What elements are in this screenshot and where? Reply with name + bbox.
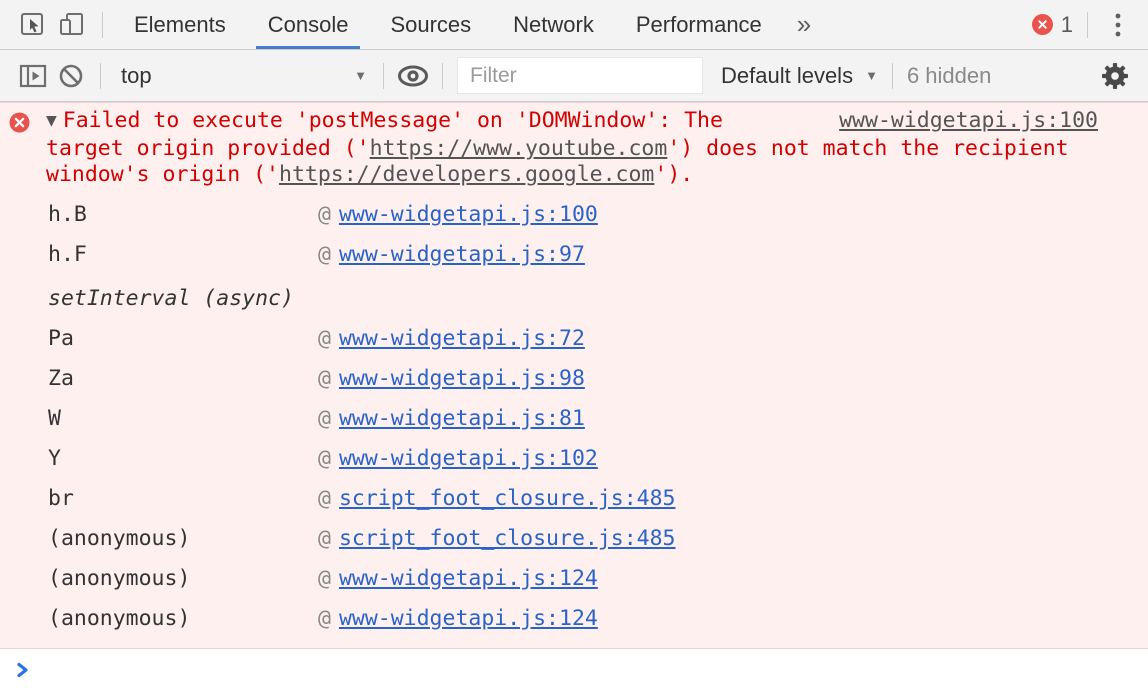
at-symbol: @ xyxy=(318,201,331,227)
show-console-sidebar-button[interactable] xyxy=(14,57,52,95)
error-level-icon xyxy=(9,112,30,138)
javascript-context-select[interactable]: top ▼ xyxy=(111,50,373,101)
kebab-menu-icon xyxy=(1115,13,1121,36)
stack-frame-row: Za @ www-widgetapi.js:98 xyxy=(0,358,1148,398)
tab-console[interactable]: Console xyxy=(252,0,365,49)
stack-frame-row: (anonymous) @ script_foot_closure.js:485 xyxy=(0,518,1148,558)
divider xyxy=(383,62,384,89)
devtools-menu-button[interactable] xyxy=(1098,5,1138,45)
inspect-element-button[interactable] xyxy=(12,5,52,45)
prompt-chevron-icon xyxy=(17,662,28,677)
devtools-tabbar: Elements Console Sources Network Perform… xyxy=(0,0,1148,50)
error-count: 1 xyxy=(1060,11,1073,37)
hidden-messages-count: 6 hidden xyxy=(906,62,992,88)
tab-elements[interactable]: Elements xyxy=(134,11,226,37)
sidebar-panel-icon xyxy=(19,64,47,87)
stack-source-link[interactable]: script_foot_closure.js:485 xyxy=(338,525,676,551)
divider xyxy=(102,11,103,38)
console-toolbar: top ▼ Default levels ▼ 6 hidden xyxy=(0,50,1148,102)
stack-source-link[interactable]: www-widgetapi.js:81 xyxy=(338,405,585,431)
clear-console-button[interactable] xyxy=(52,57,90,95)
at-symbol: @ xyxy=(318,241,331,267)
async-boundary-row: setInterval (async) xyxy=(0,278,1148,318)
stack-frame-row: br @ script_foot_closure.js:485 xyxy=(0,478,1148,518)
at-symbol: @ xyxy=(318,405,331,431)
at-symbol: @ xyxy=(318,525,331,551)
error-text-line2-end: ') does not match the recipient xyxy=(667,136,1069,161)
stack-source-link[interactable]: www-widgetapi.js:102 xyxy=(338,445,598,471)
console-settings-button[interactable] xyxy=(1096,57,1134,95)
stack-function-name: (anonymous) xyxy=(48,525,191,551)
live-expression-button[interactable] xyxy=(394,57,432,95)
toggle-device-toolbar-button[interactable] xyxy=(52,5,92,45)
gear-icon xyxy=(1102,62,1128,89)
context-selected-value: top xyxy=(121,62,152,88)
stack-source-link[interactable]: www-widgetapi.js:72 xyxy=(338,325,585,351)
stack-function-name: Za xyxy=(48,365,74,391)
divider xyxy=(891,62,893,89)
stack-frame-row: W @ www-widgetapi.js:81 xyxy=(0,398,1148,438)
divider xyxy=(442,62,443,89)
error-text-line3: window's origin (' xyxy=(46,162,279,187)
stack-function-name: W xyxy=(48,405,61,431)
stack-function-name: h.F xyxy=(48,241,87,267)
stack-source-link[interactable]: www-widgetapi.js:124 xyxy=(338,605,598,631)
device-toolbar-icon xyxy=(60,13,83,35)
at-symbol: @ xyxy=(318,605,331,631)
google-url-link[interactable]: https://developers.google.com xyxy=(279,162,655,187)
divider xyxy=(1087,11,1088,38)
stack-function-name: (anonymous) xyxy=(48,565,191,591)
eye-icon xyxy=(398,65,428,86)
chevron-down-icon: ▼ xyxy=(354,68,367,83)
collapse-triangle-icon[interactable]: ▼ xyxy=(46,113,57,129)
stack-function-name: Y xyxy=(48,445,61,471)
stack-function-name: h.B xyxy=(48,201,87,227)
filter-input[interactable] xyxy=(457,57,703,94)
stack-function-name: br xyxy=(48,485,74,511)
stack-source-link[interactable]: www-widgetapi.js:100 xyxy=(338,201,598,227)
error-text-line1: Failed to execute 'postMessage' on 'DOMW… xyxy=(62,108,723,133)
stack-source-link[interactable]: www-widgetapi.js:124 xyxy=(338,565,598,591)
stack-source-link[interactable]: www-widgetapi.js:98 xyxy=(338,365,585,391)
console-messages-area: www-widgetapi.js:100 ▼ Failed to execute … xyxy=(0,102,1148,690)
async-boundary-label: setInterval (async) xyxy=(48,285,294,311)
error-x-glyph xyxy=(1038,20,1047,29)
stack-frame-row: h.B @ www-widgetapi.js:100 xyxy=(0,194,1148,234)
error-message-text: www-widgetapi.js:100 ▼ Failed to execute … xyxy=(46,108,1098,188)
error-text-line2: target origin provided (' xyxy=(46,136,370,161)
at-symbol: @ xyxy=(318,485,331,511)
stack-source-link[interactable]: www-widgetapi.js:97 xyxy=(338,241,585,267)
levels-selected-value: Default levels xyxy=(721,62,854,88)
stack-frame-row: Pa @ www-widgetapi.js:72 xyxy=(0,318,1148,358)
inspect-cursor-icon xyxy=(20,13,43,35)
stack-function-name: (anonymous) xyxy=(48,605,191,631)
at-symbol: @ xyxy=(318,325,331,351)
stack-function-name: Pa xyxy=(48,325,74,351)
stack-trace: h.B @ www-widgetapi.js:100 h.F @ www-wid… xyxy=(0,194,1148,638)
tab-network[interactable]: Network xyxy=(513,11,594,37)
stack-frame-row: h.F @ www-widgetapi.js:97 xyxy=(0,234,1148,274)
youtube-url-link[interactable]: https://www.youtube.com xyxy=(369,136,668,161)
at-symbol: @ xyxy=(318,445,331,471)
error-text-line3-end: '). xyxy=(654,162,694,187)
stack-source-link[interactable]: script_foot_closure.js:485 xyxy=(338,485,676,511)
more-tabs-button[interactable]: » xyxy=(796,9,812,39)
at-symbol: @ xyxy=(318,565,331,591)
tab-sources[interactable]: Sources xyxy=(390,11,472,37)
log-levels-select[interactable]: Default levels ▼ xyxy=(721,63,878,89)
stack-frame-row: (anonymous) @ www-widgetapi.js:124 xyxy=(0,598,1148,638)
console-prompt[interactable] xyxy=(0,649,1148,690)
divider xyxy=(100,62,101,89)
stack-frame-row: (anonymous) @ www-widgetapi.js:124 xyxy=(0,558,1148,598)
clear-ban-icon xyxy=(59,64,83,87)
chevron-down-icon: ▼ xyxy=(865,68,878,83)
error-source-link[interactable]: www-widgetapi.js:100 xyxy=(839,108,1098,133)
error-badge-icon[interactable] xyxy=(1031,14,1053,35)
stack-frame-row: Y @ www-widgetapi.js:102 xyxy=(0,438,1148,478)
console-error-message: www-widgetapi.js:100 ▼ Failed to execute … xyxy=(0,102,1148,649)
at-symbol: @ xyxy=(318,365,331,391)
tab-performance[interactable]: Performance xyxy=(635,11,762,37)
